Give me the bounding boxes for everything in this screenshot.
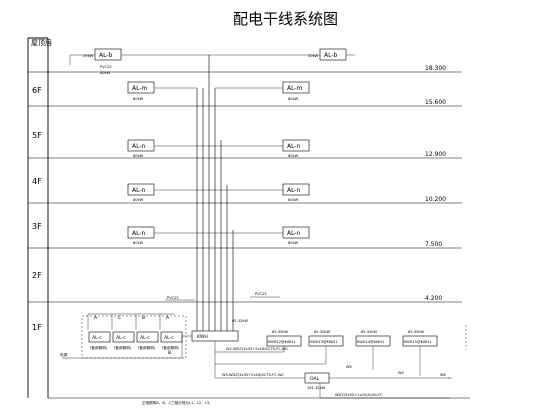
phase-letter-3: B bbox=[142, 315, 145, 321]
al-m-left-power: 80kW bbox=[133, 97, 144, 101]
elevation-18300: 18.300 bbox=[425, 65, 446, 72]
floor-label-3f: 3F bbox=[32, 222, 42, 231]
al-b-left-power: 20kW bbox=[83, 54, 94, 58]
elevation-15600: 15.600 bbox=[425, 99, 446, 106]
al-c-3-label: AL-c bbox=[140, 335, 150, 341]
elevation-labels: 18.300 15.600 12.900 10.200 7.500 4.200 bbox=[425, 65, 446, 302]
al-c-3-sub: (备用照明) bbox=[138, 345, 156, 350]
risers bbox=[196, 55, 234, 336]
meter-3-power: 65.32kW bbox=[361, 330, 377, 334]
al-c-box-1 bbox=[88, 331, 111, 343]
first-floor-section: A C B A AL-c AL-c AL-c AL-c (备用照明) (备用照明… bbox=[60, 313, 467, 399]
floor-4f-panels: AL-n 80kW AL-n 80kW bbox=[127, 183, 310, 202]
floor-label-1f: 1F bbox=[32, 323, 42, 332]
al-n-5f-right-power: 80kW bbox=[288, 154, 299, 158]
phase-letter-4: A bbox=[166, 315, 170, 321]
floor-3f-panels: AL-n 80kW AL-n 80kW bbox=[127, 226, 310, 245]
floor-label-2f: 2F bbox=[32, 271, 42, 280]
w-label-5: W5 bbox=[346, 365, 352, 369]
meter-4-label: KWH15@KWH1 bbox=[404, 340, 431, 344]
phase-letter-5: B bbox=[168, 350, 171, 356]
al-c-4-sub: (备用照明) bbox=[162, 345, 180, 350]
meter-2-label: KWH13@KWH1 bbox=[310, 340, 337, 344]
elevation-7500: 7.500 bbox=[425, 241, 442, 248]
al-b-right-label: AL-b bbox=[324, 52, 338, 59]
floor-label-roof-text: 屋顶层 bbox=[31, 39, 52, 47]
pipe-label-roof: PVC25 bbox=[100, 65, 112, 69]
cable-label-main: WDZ(3x50+2x25)SC80-FC bbox=[335, 393, 383, 397]
oal-label: OAL bbox=[310, 376, 320, 382]
al-b-box-right bbox=[319, 48, 347, 61]
al-n-4f-left-label: AL-n bbox=[132, 187, 146, 194]
al-c-box-3 bbox=[136, 331, 159, 343]
meter-2-power: 65.32kW bbox=[314, 330, 330, 334]
al-n-3f-left-label: AL-n bbox=[132, 230, 146, 237]
diagram-title: 配电干线系统图 bbox=[233, 10, 338, 28]
al-c-4-label: AL-c bbox=[164, 335, 174, 341]
al-c-2-sub: (备用照明) bbox=[114, 345, 132, 350]
al-n-3f-right-power: 80kW bbox=[288, 241, 299, 245]
al-n-box-5f-right bbox=[282, 139, 310, 152]
al-n-box-3f-left bbox=[127, 226, 155, 239]
al-n-4f-right-label: AL-n bbox=[287, 187, 301, 194]
phase-letter-2: C bbox=[118, 315, 121, 321]
cable-label-w2: W2-WDZ(3x35+2x16)SC70-FC,WC bbox=[226, 347, 288, 351]
meter-4-power: 65.32kW bbox=[408, 330, 424, 334]
meter-3-label: KWH14@KWH1 bbox=[357, 340, 384, 344]
main-kwh-label: KWH bbox=[197, 334, 208, 340]
al-c-2-label: AL-c bbox=[116, 335, 126, 341]
floor-label-5f: 5F bbox=[32, 131, 42, 140]
al-c-box-2 bbox=[112, 331, 135, 343]
floor-label-4f: 4F bbox=[32, 177, 42, 186]
al-c-1-label: AL-c bbox=[92, 335, 102, 341]
roof-al-b-left: AL-b 20kW bbox=[69, 48, 209, 65]
elevation-4200: 4.200 bbox=[425, 295, 442, 302]
al-n-box-4f-right bbox=[282, 183, 310, 196]
al-m-box-right bbox=[282, 81, 310, 94]
al-n-4f-left-power: 80kW bbox=[133, 198, 144, 202]
al-n-5f-left-label: AL-n bbox=[132, 143, 146, 150]
floor-label-roof: 屋顶层 bbox=[31, 39, 52, 47]
floor-labels: 屋顶层 6F 5F 4F 3F 2F 1F bbox=[31, 39, 52, 332]
al-m-right-power: 80kW bbox=[288, 97, 299, 101]
w-label-6: W6 bbox=[440, 373, 447, 377]
meter-1-label: KWH12@KWH1 bbox=[268, 340, 295, 344]
elevation-10200: 10.200 bbox=[425, 196, 446, 203]
roof-al-b-right: AL-b 20kW bbox=[209, 48, 355, 61]
power-source-label: 电源 bbox=[60, 352, 68, 357]
al-b-box-left bbox=[94, 48, 122, 61]
phase-letter-1: A bbox=[94, 315, 98, 321]
al-n-3f-right-label: AL-n bbox=[287, 230, 301, 237]
pipe-label-2f-right: PVC25 bbox=[255, 292, 267, 296]
floor-5f-panels: AL-n 80kW AL-n 80kW bbox=[127, 139, 310, 158]
al-n-box-3f-right bbox=[282, 226, 310, 239]
al-m-box-left bbox=[127, 81, 155, 94]
pipe-label-2f-left: PVC25 bbox=[167, 296, 179, 300]
al-n-5f-right-label: AL-n bbox=[287, 143, 301, 150]
floor-6f-panels: AL-m 80kW AL-m 80kW bbox=[127, 81, 310, 101]
al-n-4f-right-power: 80kW bbox=[288, 198, 299, 202]
main-kwh-power: 65.32kW bbox=[232, 319, 248, 323]
cable-label-w3: W3-WDZ(3x35+2x16)SC70-FC,WC bbox=[222, 373, 284, 377]
al-n-box-5f-left bbox=[127, 139, 155, 152]
elevation-12900: 12.900 bbox=[425, 151, 446, 158]
pipe-power-roof: 80kW bbox=[100, 71, 111, 75]
al-m-right-label: AL-m bbox=[287, 85, 303, 92]
phase-note: 正常照明A、B、C三相分别为L1、L2、L3。 bbox=[142, 400, 213, 405]
al-b-left-label: AL-b bbox=[99, 52, 113, 59]
meter-1-power: 65.32kW bbox=[272, 330, 288, 334]
al-m-left-label: AL-m bbox=[132, 85, 148, 92]
al-n-5f-left-power: 80kW bbox=[133, 154, 144, 158]
al-c-1-sub: (备用照明) bbox=[90, 345, 108, 350]
al-b-right-power: 20kW bbox=[308, 54, 319, 58]
w-label-4: W4 bbox=[398, 371, 405, 375]
al-n-3f-left-power: 80kW bbox=[133, 241, 144, 245]
al-n-box-4f-left bbox=[127, 183, 155, 196]
floor-label-6f: 6F bbox=[32, 86, 42, 95]
oal-power: 261.32kW bbox=[307, 386, 326, 390]
floor-lines bbox=[28, 71, 462, 303]
